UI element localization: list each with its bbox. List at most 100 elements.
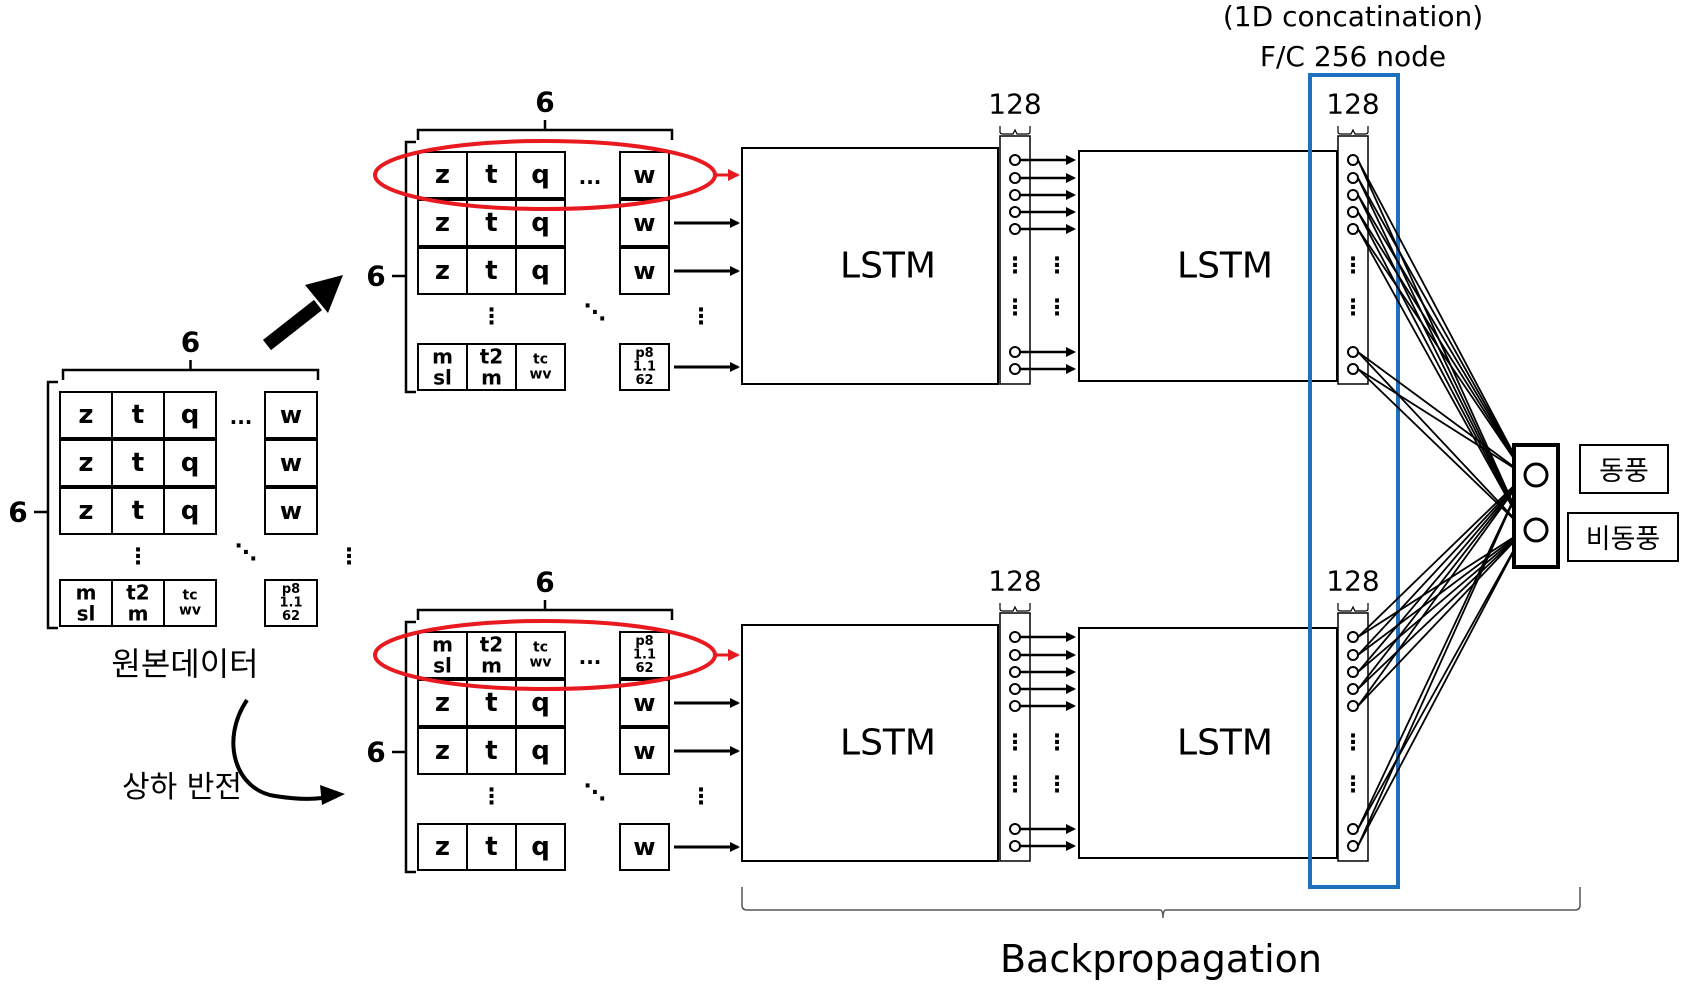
lstm-2-node xyxy=(1347,666,1359,678)
lstm-2-node xyxy=(1347,154,1359,166)
matrix-last-cell xyxy=(619,247,670,295)
fc-connection xyxy=(1357,474,1526,638)
node-count-label: 128 xyxy=(1326,565,1379,598)
matrix-last-cell-text: w xyxy=(280,401,302,429)
lstm-1-node xyxy=(1009,223,1021,235)
column-v-ellipsis: ⋮ xyxy=(1004,731,1026,756)
matrix-cell xyxy=(417,631,468,679)
matrix-cell-text: z xyxy=(435,832,450,862)
matrix-cell-text: m xyxy=(481,366,502,390)
flip-arrow-head xyxy=(320,785,345,805)
column-v-ellipsis: ⋮ xyxy=(1342,773,1364,798)
matrix-cell xyxy=(111,487,165,535)
matrix-top-brace xyxy=(416,128,674,140)
fc-connection xyxy=(1357,474,1526,847)
matrix-cell-text: z xyxy=(435,208,450,238)
lstm-1-node xyxy=(1009,840,1021,852)
matrix-cell xyxy=(515,727,566,775)
matrix-top-brace xyxy=(61,368,320,380)
fc-connection xyxy=(1357,368,1526,476)
matrix-left-brace xyxy=(46,380,58,630)
copy-arrow xyxy=(262,299,323,351)
fc-connection xyxy=(1357,351,1526,531)
matrix-cell-text: tc xyxy=(533,640,548,656)
lstm-box-2 xyxy=(1078,627,1338,859)
matrix-cell-text: q xyxy=(531,256,550,286)
fc-connection xyxy=(1357,228,1526,531)
matrix-cell-text: q xyxy=(531,208,550,238)
highlight-first-row xyxy=(373,619,717,691)
matrix-v-ellipsis: ⋮ xyxy=(481,785,503,810)
matrix-last-cell xyxy=(619,727,670,775)
fc-connection xyxy=(1357,529,1526,656)
matrix-cell xyxy=(59,487,113,535)
column-v-ellipsis: ⋮ xyxy=(1342,731,1364,756)
concat-title-line1: (1D concatination) xyxy=(1223,0,1483,33)
lstm-box-1 xyxy=(741,624,999,862)
matrix-cell-text: t2 xyxy=(480,633,503,657)
fc-connection xyxy=(1357,529,1526,690)
lstm-1-node xyxy=(1009,206,1021,218)
fc-connection xyxy=(1357,474,1526,690)
matrix-last-cell-text: w xyxy=(633,161,655,189)
matrix-cell xyxy=(417,151,468,199)
column-v-ellipsis: ⋮ xyxy=(1004,254,1026,279)
lstm-label: LSTM xyxy=(1177,723,1273,764)
fc-connection xyxy=(1357,211,1526,531)
lstm-2-node xyxy=(1347,840,1359,852)
matrix-last-cell-text: w xyxy=(633,689,655,717)
fully-connected-lines xyxy=(1357,159,1526,847)
matrix-cell-text: m xyxy=(432,633,453,657)
fc-connection xyxy=(1357,529,1526,707)
matrix-cell-text: t xyxy=(485,208,497,238)
fc-connection xyxy=(1357,177,1526,531)
output-label-box-0 xyxy=(1579,444,1669,494)
matrix-cell-text: t xyxy=(485,160,497,190)
column-v-ellipsis: ⋮ xyxy=(1004,773,1026,798)
matrix-cell-text: t xyxy=(485,736,497,766)
matrix-cell xyxy=(417,199,468,247)
fc-connection xyxy=(1357,194,1526,531)
fc-connection xyxy=(1357,529,1526,830)
matrix-last-cell xyxy=(264,391,318,439)
fc-connection xyxy=(1357,529,1526,638)
lstm-2-node xyxy=(1347,631,1359,643)
column-v-ellipsis: ⋮ xyxy=(1342,296,1364,321)
matrix-last-cell xyxy=(619,679,670,727)
matrix-cell-text: wv xyxy=(529,366,551,382)
matrix-last-cell-text: w xyxy=(280,497,302,525)
matrix-cell-text: t2 xyxy=(126,581,149,605)
matrix-cell-text: q xyxy=(531,160,550,190)
matrix-last-cell xyxy=(264,439,318,487)
matrix-last-cell xyxy=(619,151,670,199)
column-v-ellipsis: ⋮ xyxy=(1046,296,1068,321)
matrix-cell-text: t xyxy=(132,400,144,430)
matrix-v-ellipsis-right: ⋮ xyxy=(690,785,712,810)
lstm-1-node xyxy=(1009,683,1021,695)
matrix-last-cell xyxy=(619,199,670,247)
matrix-cell-text: z xyxy=(435,688,450,718)
matrix-cell-text: tc xyxy=(183,588,198,604)
matrix-last-cell-text: w xyxy=(633,833,655,861)
matrix-last-cell-text: w xyxy=(633,257,655,285)
matrix-cell xyxy=(466,727,517,775)
matrix-cell-text: q xyxy=(531,688,550,718)
matrix-last-cell xyxy=(264,579,318,627)
matrix-top-brace xyxy=(416,608,674,620)
lstm-1-node xyxy=(1009,154,1021,166)
matrix-cell-text: z xyxy=(78,496,93,526)
matrix-v-ellipsis: ⋮ xyxy=(481,305,503,330)
matrix-row-count: 6 xyxy=(366,260,385,293)
matrix-col-count: 6 xyxy=(535,86,554,119)
fc-connection xyxy=(1357,159,1526,476)
matrix-cell xyxy=(417,679,468,727)
matrix-col-count: 6 xyxy=(535,566,554,599)
matrix-cell-text: t xyxy=(485,256,497,286)
matrix-left-brace xyxy=(404,140,416,394)
matrix-row-count: 6 xyxy=(8,496,27,529)
fc-connection xyxy=(1357,194,1526,476)
fc-connection xyxy=(1357,211,1526,476)
matrix-cell-text: t2 xyxy=(480,345,503,369)
matrix-cell xyxy=(163,439,217,487)
